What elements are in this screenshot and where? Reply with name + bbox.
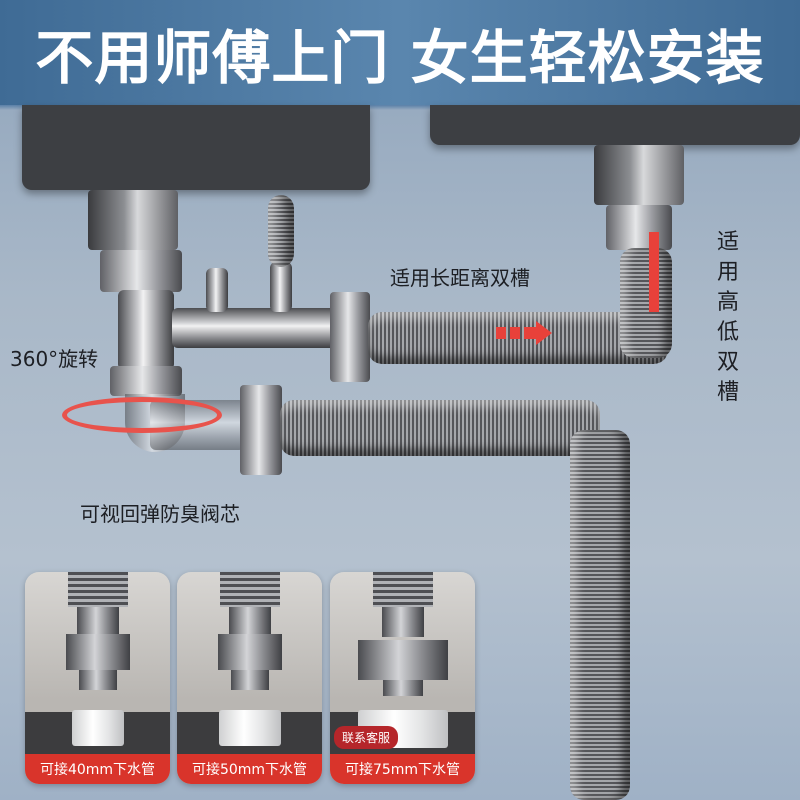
left-sink (22, 105, 370, 190)
long-flex-hose (368, 312, 668, 364)
coupling-tip (230, 670, 269, 690)
coupling-ring (65, 634, 130, 670)
long-distance-label: 适用长距离双槽 (390, 266, 530, 290)
right-drain (594, 145, 684, 205)
overflow-hose (268, 195, 294, 267)
coupling-ring (357, 640, 448, 680)
rotation-nut (110, 366, 182, 396)
right-nut (606, 205, 672, 250)
drop-flex-hose (570, 430, 630, 800)
card-caption: 可接40mm下水管 (25, 754, 170, 784)
adapter-card-75mm: 联系客服 可接75mm下水管 (330, 572, 475, 784)
height-diff-label: 适用高低双槽 (716, 230, 739, 405)
left-drain (88, 190, 178, 250)
coupling-ring (217, 634, 282, 670)
right-vertical-hose (620, 248, 672, 358)
up-down-arrow-icon (649, 232, 659, 312)
adapter-card-50mm: 可接50mm下水管 (177, 572, 322, 784)
card-caption: 可接50mm下水管 (177, 754, 322, 784)
coupling-tip (78, 670, 117, 690)
headline-banner: 不用师傅上门 女生轻松安装 (0, 0, 800, 105)
coupling (76, 607, 119, 637)
coupling (228, 607, 271, 637)
headline-text: 不用师傅上门 女生轻松安装 (35, 23, 765, 92)
right-arrow-icon (536, 321, 552, 345)
rotation-label: 360°旋转 (10, 347, 99, 371)
coupling (381, 607, 424, 637)
card-hose (219, 572, 280, 607)
drain-pipe-40mm (71, 710, 124, 746)
left-nut (100, 250, 182, 292)
lower-nut (240, 385, 282, 475)
right-sink (430, 105, 800, 145)
coupling-tip (382, 680, 423, 696)
left-vertical-pipe (118, 290, 174, 370)
overflow-port-1 (206, 268, 228, 312)
drain-pipe-50mm (218, 710, 281, 746)
lower-flex-hose (280, 400, 600, 456)
card-hose (67, 572, 128, 607)
arrow-dash-3 (524, 327, 536, 339)
connector-nut (330, 292, 370, 382)
contact-service-badge[interactable]: 联系客服 (334, 726, 399, 749)
rotation-indicator-icon (62, 397, 222, 433)
adapter-card-40mm: 可接40mm下水管 (25, 572, 170, 784)
card-hose (372, 572, 433, 607)
cross-connector-pipe (172, 308, 342, 348)
arrow-dash-2 (510, 327, 520, 339)
arrow-dash-1 (496, 327, 506, 339)
overflow-port-2 (270, 262, 292, 312)
valve-label: 可视回弹防臭阀芯 (80, 502, 240, 526)
card-caption: 可接75mm下水管 (330, 754, 475, 784)
